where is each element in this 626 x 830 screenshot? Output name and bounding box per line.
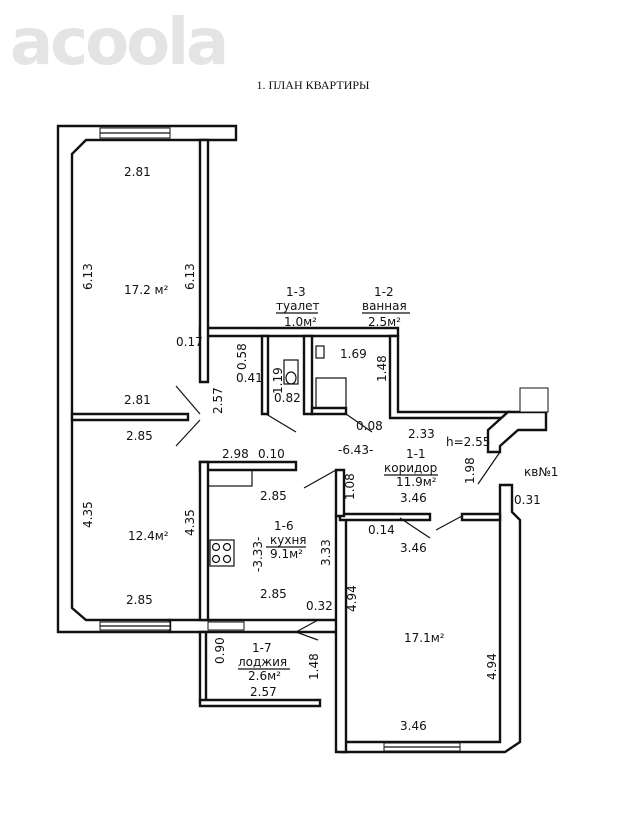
toilet-area: 1.0м² xyxy=(284,315,317,329)
dim-148a: 1.48 xyxy=(375,355,389,382)
room3-top-wall-right xyxy=(460,512,502,522)
window-balcony xyxy=(519,387,549,413)
room1-area: 17.2 м² xyxy=(124,283,169,297)
kitchen-top-wall xyxy=(198,460,298,472)
room3-left-wall xyxy=(334,514,348,754)
right-outer-wall xyxy=(340,483,522,754)
window-kitchen xyxy=(207,621,245,631)
dim-198: 1.98 xyxy=(463,457,477,484)
left-outer-wall xyxy=(56,124,238,634)
dim-r2-right: 4.35 xyxy=(183,509,197,536)
dim-k-left: -3.33- xyxy=(251,537,265,572)
dimensions: 2.81 6.13 6.13 0.17 0.58 0.41 1.19 0.82 … xyxy=(81,165,541,733)
dim-r2-bottom: 2.85 xyxy=(126,593,153,607)
bath-bottom-wall xyxy=(310,406,348,416)
dim-031: 0.31 xyxy=(514,493,541,507)
toilet-left-wall xyxy=(260,334,270,416)
interior-walls xyxy=(70,138,348,708)
dim-643: -6.43- xyxy=(338,443,373,457)
toilet-right-wall xyxy=(302,334,314,416)
wall-bath-top xyxy=(198,326,400,338)
kitchen-name: кухня xyxy=(270,533,307,547)
dim-014: 0.14 xyxy=(368,523,395,537)
room3-top-wall xyxy=(338,512,432,522)
doors xyxy=(175,385,501,641)
sink xyxy=(315,345,325,359)
dim-108: 1.08 xyxy=(343,473,357,500)
bottom-wall-left xyxy=(168,618,344,634)
dim-r2-left: 4.35 xyxy=(81,501,95,528)
bath-name: ванная xyxy=(362,299,407,313)
dim-041: 0.41 xyxy=(236,371,263,385)
dim-r1-right: 6.13 xyxy=(183,263,197,290)
right-bump xyxy=(486,410,548,454)
dim-233: 2.33 xyxy=(408,427,435,441)
dim-008: 0.08 xyxy=(356,419,383,433)
dim-k-top: 2.85 xyxy=(260,489,287,503)
dim-058: 0.58 xyxy=(235,343,249,370)
dim-032: 0.32 xyxy=(306,599,333,613)
dim-r1-bottom: 2.81 xyxy=(124,393,151,407)
kitchen-right-wall xyxy=(334,468,346,518)
dim-494a: 4.94 xyxy=(345,585,359,612)
dim-010: 0.10 xyxy=(258,447,285,461)
apartment-number: кв№1 xyxy=(524,465,558,479)
stove xyxy=(209,539,235,567)
windows xyxy=(99,127,549,752)
corridor-code: 1-1 xyxy=(406,447,426,461)
kitchen-area: 9.1м² xyxy=(270,547,303,561)
dim-169: 1.69 xyxy=(340,347,367,361)
plan-title: 1. ПЛАН КВАРТИРЫ xyxy=(256,78,370,92)
dim-119: 1.19 xyxy=(271,367,285,394)
toilet-code: 1-3 xyxy=(286,285,306,299)
loggia-wall xyxy=(198,630,208,704)
dim-148b: 1.48 xyxy=(307,653,321,680)
room-labels: 17.2 м² 12.4м² 17.1м² 1-3 туалет 1.0м² 1… xyxy=(124,283,558,683)
dim-257a: 2.57 xyxy=(211,387,225,414)
loggia-name: лоджия xyxy=(238,655,287,669)
dim-k-right: 3.33 xyxy=(319,539,333,566)
corridor-area: 11.9м² xyxy=(396,475,437,489)
bath-tub xyxy=(315,377,347,409)
ceiling-height: h=2.55 xyxy=(446,435,490,449)
loggia-bottom xyxy=(198,698,322,708)
acoola-logo: acoola xyxy=(10,6,229,80)
dim-k-bottom: 2.85 xyxy=(260,587,287,601)
toilet-name: туалет xyxy=(276,299,320,313)
room2-area: 12.4м² xyxy=(128,529,169,543)
loggia-area: 2.6м² xyxy=(248,669,281,683)
room3-area: 17.1м² xyxy=(404,631,445,645)
dim-r2-top: 2.85 xyxy=(126,429,153,443)
dim-346c: 3.46 xyxy=(400,719,427,733)
bath-code: 1-2 xyxy=(374,285,394,299)
dim-r1-left: 6.13 xyxy=(81,263,95,290)
dim-257b: 2.57 xyxy=(250,685,277,699)
corridor-name: коридор xyxy=(384,461,437,475)
dim-017: 0.17 xyxy=(176,335,203,349)
kitchen-left-wall xyxy=(198,460,210,622)
kitchen-code: 1-6 xyxy=(274,519,294,533)
dim-346b: 3.46 xyxy=(400,541,427,555)
corridor-wall xyxy=(388,334,512,420)
dim-090: 0.90 xyxy=(213,637,227,664)
dim-494b: 4.94 xyxy=(485,653,499,680)
dim-298: 2.98 xyxy=(222,447,249,461)
r1-r2-wall xyxy=(70,412,190,422)
bath-area: 2.5м² xyxy=(368,315,401,329)
dim-082: 0.82 xyxy=(274,391,301,405)
r1-right-wall xyxy=(198,138,210,384)
loggia-code: 1-7 xyxy=(252,641,272,655)
fixtures xyxy=(207,345,347,567)
dim-346a: 3.46 xyxy=(400,491,427,505)
kitchen-counter xyxy=(207,469,253,487)
dim-r1-top: 2.81 xyxy=(124,165,151,179)
